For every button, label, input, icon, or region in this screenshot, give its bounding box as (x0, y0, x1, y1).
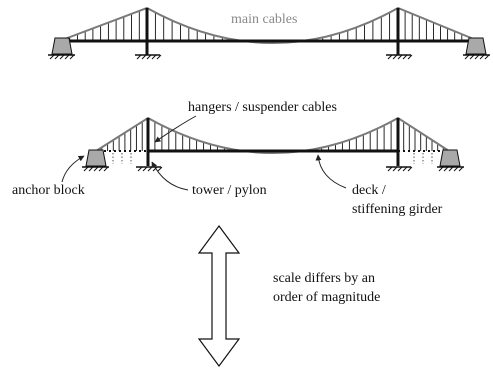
double-headed-arrow-icon (197, 224, 241, 368)
bottom-left-tower-support (136, 166, 163, 172)
bottom-right-anchor-support (437, 166, 464, 172)
tower-leader-line (151, 161, 189, 191)
top-main-cable (61, 6, 477, 44)
bottom-left-anchor-block (85, 149, 107, 167)
hangers-leader-line (154, 115, 197, 143)
bottom-right-anchor-block (439, 149, 461, 167)
tower-label: tower / pylon (192, 183, 267, 198)
top-hangers (69, 10, 470, 41)
bottom-main-cable (95, 116, 450, 154)
deck-leader-line (315, 154, 347, 189)
deck-label-line1: deck / (352, 183, 386, 198)
bottom-left-anchor-support (82, 166, 109, 172)
scale-note-line2: order of magnitude (273, 290, 380, 305)
anchor-block-leader-line (61, 155, 85, 183)
top-right-anchor-support (463, 54, 490, 60)
hangers-label: hangers / suspender cables (188, 100, 337, 115)
scale-note-line1: scale differs by an (273, 271, 375, 286)
top-right-anchor-block (465, 37, 487, 55)
bottom-hangers (101, 121, 444, 151)
scale-note: scale differs by an order of magnitude (197, 224, 380, 368)
bottom-right-tower-support (386, 166, 413, 172)
top-left-anchor-block (51, 37, 73, 55)
top-bridge: main cables (48, 6, 490, 60)
bottom-bridge: hangers / suspender cables anchor block … (12, 100, 464, 217)
top-left-anchor-support (48, 54, 75, 60)
bottom-left-approach-piers (112, 153, 132, 164)
deck-label-line2: stiffening girder (352, 202, 443, 217)
main-cables-label: main cables (231, 12, 297, 27)
top-left-tower-support (135, 54, 162, 60)
top-right-tower-support (386, 54, 413, 60)
bottom-right-approach-piers (413, 153, 433, 164)
anchor-block-label: anchor block (12, 183, 85, 198)
